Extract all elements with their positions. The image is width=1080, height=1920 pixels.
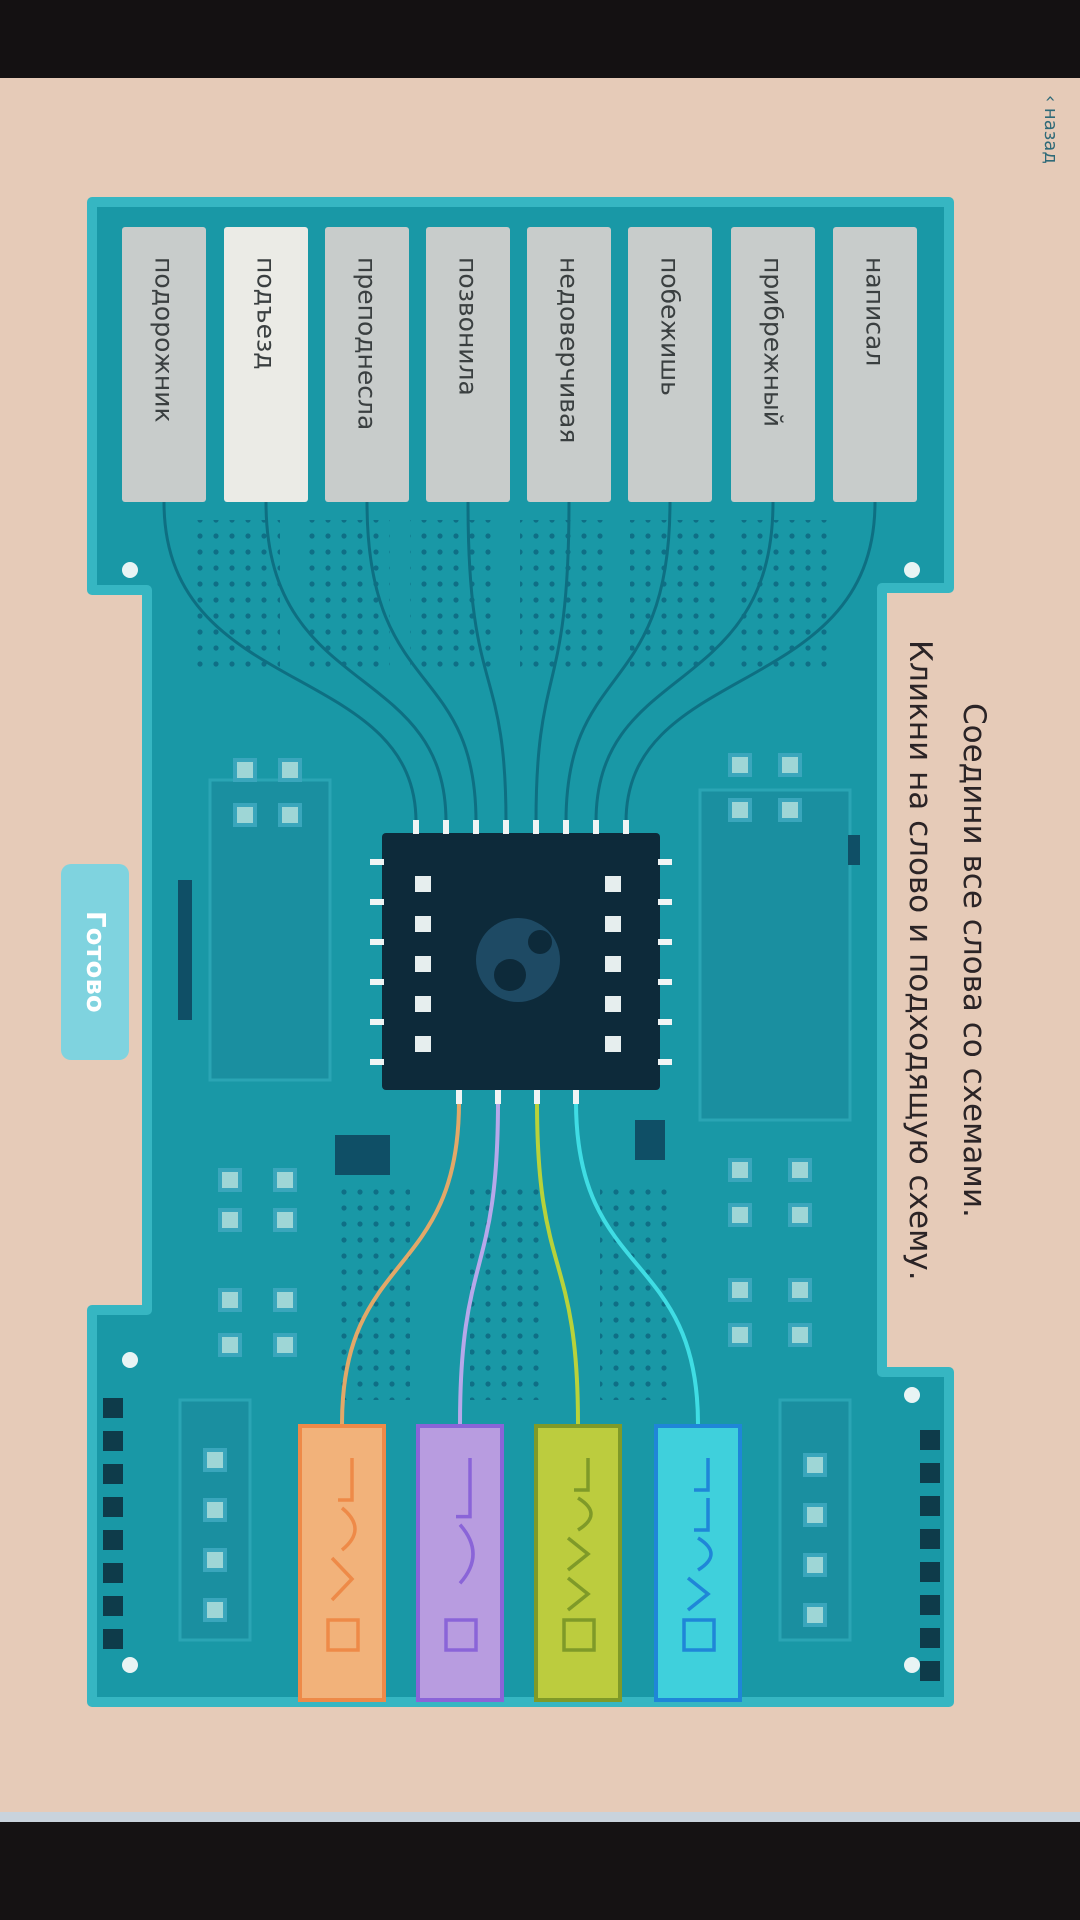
board-pads — [103, 753, 940, 1681]
morpheme-schema-icon — [326, 1458, 360, 1652]
word-card[interactable]: написал — [833, 227, 917, 502]
morpheme-schema-icon — [682, 1458, 716, 1652]
schema-card-orange[interactable] — [298, 1424, 386, 1702]
back-button[interactable]: ‹ назад — [1040, 95, 1061, 164]
chip-logo-icon — [476, 918, 560, 1002]
schema-wires — [340, 1101, 700, 1425]
word-wires — [162, 501, 877, 823]
schema-card-purple[interactable] — [416, 1424, 504, 1702]
schema-card-green[interactable] — [534, 1424, 622, 1702]
word-card[interactable]: недоверчивая — [527, 227, 611, 502]
morpheme-schema-icon — [444, 1458, 478, 1652]
word-card[interactable]: подорожник — [122, 227, 206, 502]
word-card[interactable]: побежишь — [628, 227, 712, 502]
done-button[interactable]: Готово — [61, 864, 129, 1060]
bottom-bezel — [0, 1822, 1080, 1920]
word-card[interactable]: позвонила — [426, 227, 510, 502]
top-bezel — [0, 0, 1080, 78]
word-card[interactable]: подъезд — [224, 227, 308, 502]
schema-card-cyan[interactable] — [654, 1424, 742, 1702]
processor-chip — [370, 820, 672, 1104]
instruction-subtitle: Кликни на слово и подходящую схему. — [902, 639, 938, 1281]
bottom-strip — [0, 1812, 1080, 1824]
instruction-title: Соедини все слова со схемами. — [956, 702, 992, 1218]
word-card[interactable]: преподнесла — [325, 227, 409, 502]
morpheme-schema-icon — [562, 1458, 596, 1652]
word-card[interactable]: прибрежный — [731, 227, 815, 502]
